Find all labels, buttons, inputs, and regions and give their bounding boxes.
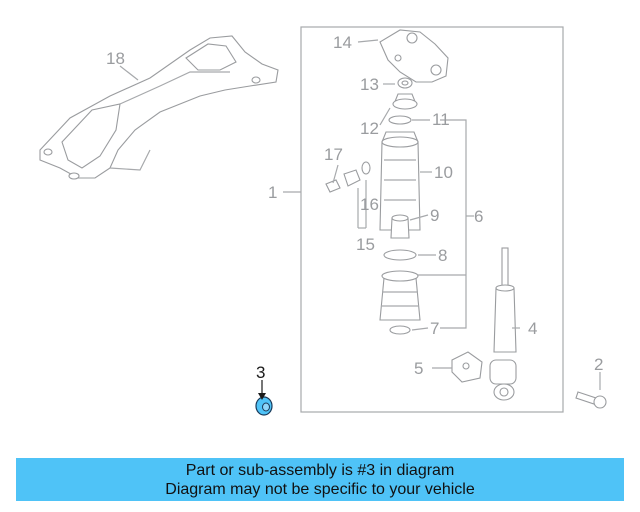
info-banner: Part or sub-assembly is #3 in diagram Di… xyxy=(16,458,624,501)
nut-part-13[interactable] xyxy=(397,77,413,89)
callout-8: 8 xyxy=(438,246,447,265)
callout-5: 5 xyxy=(414,359,423,378)
upper-seat-part-12[interactable] xyxy=(392,93,418,110)
ring-part-11[interactable] xyxy=(388,115,412,125)
ring-part-8[interactable] xyxy=(383,249,417,261)
callout-16: 16 xyxy=(360,195,379,214)
parts-diagram: 1 2 3 4 5 6 7 8 9 10 11 12 13 14 15 16 1… xyxy=(39,26,607,416)
air-spring-part-10[interactable] xyxy=(379,131,421,231)
callout-14: 14 xyxy=(333,33,352,52)
callout-10: 10 xyxy=(434,163,453,182)
dust-boot[interactable] xyxy=(379,270,421,321)
callout-9: 9 xyxy=(430,206,439,225)
callout-18: 18 xyxy=(106,49,125,68)
callout-1: 1 xyxy=(268,183,277,202)
callout-6: 6 xyxy=(474,207,483,226)
callout-2: 2 xyxy=(594,355,603,374)
arrow-3 xyxy=(258,393,266,400)
banner-line-2: Diagram may not be specific to your vehi… xyxy=(165,481,475,498)
callout-12: 12 xyxy=(360,119,379,138)
callout-17: 17 xyxy=(324,145,343,164)
callout-4: 4 xyxy=(528,319,537,338)
assembly-box xyxy=(300,26,564,413)
callout-15: 15 xyxy=(356,235,375,254)
callout-7: 7 xyxy=(430,319,439,338)
valve-part-16[interactable] xyxy=(343,161,371,187)
callout-13: 13 xyxy=(360,75,379,94)
ring-part-7[interactable] xyxy=(389,325,411,335)
bushing-part-3[interactable] xyxy=(255,396,273,416)
callout-11: 11 xyxy=(432,110,450,129)
subframe-part-18[interactable] xyxy=(39,35,279,180)
valve-part-17[interactable] xyxy=(325,179,341,193)
bolt-part-2[interactable] xyxy=(575,391,607,409)
top-mount-part-14[interactable] xyxy=(379,29,449,83)
bump-stop-part-9[interactable] xyxy=(390,214,410,239)
banner-line-1: Part or sub-assembly is #3 in diagram xyxy=(185,462,455,479)
shock-absorber-part-4[interactable] xyxy=(489,247,517,401)
bracket-part-5[interactable] xyxy=(451,351,483,383)
leader-lines xyxy=(119,39,601,390)
callout-3: 3 xyxy=(256,363,265,382)
